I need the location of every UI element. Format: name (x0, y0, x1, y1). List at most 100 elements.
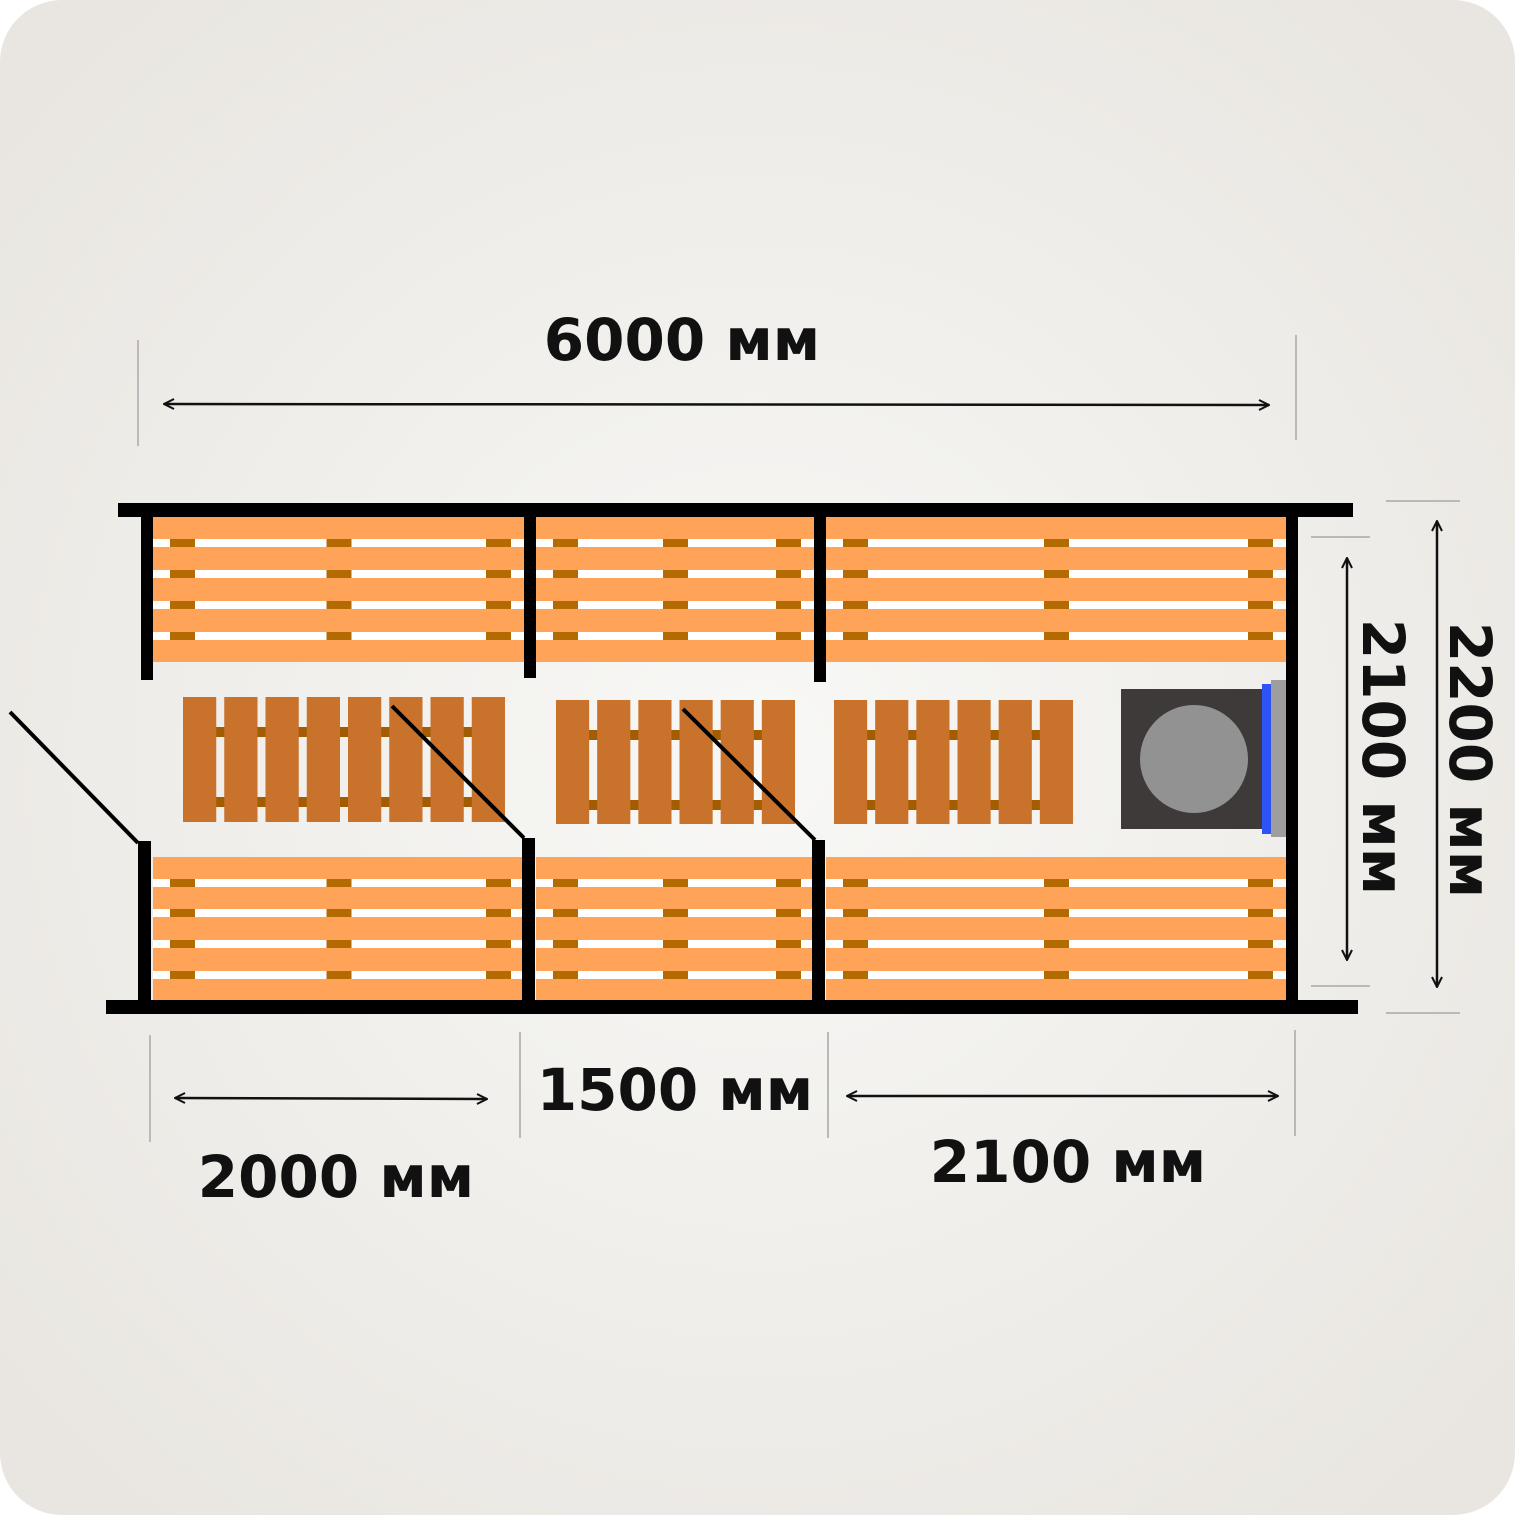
bench-peg (326, 539, 352, 547)
bench-peg (326, 909, 352, 917)
bench-peg (663, 909, 688, 917)
bench-peg (170, 632, 195, 640)
grate-peg (834, 800, 1073, 810)
walls (106, 503, 1358, 1014)
bench-peg (486, 879, 511, 887)
grate-slat (1039, 700, 1073, 824)
bench-peg (553, 909, 578, 917)
bench-peg (663, 632, 688, 640)
grate-slat (389, 697, 423, 822)
grate-slat (998, 700, 1032, 824)
bench-peg (1248, 971, 1273, 979)
bench-peg (486, 539, 511, 547)
bench-peg (170, 539, 195, 547)
grate-slat (183, 697, 217, 822)
grate-peg (183, 797, 505, 807)
doors (8, 704, 817, 845)
bench-peg (553, 570, 578, 578)
grate-slat (224, 697, 258, 822)
bench-peg (663, 879, 688, 887)
bench-peg (1248, 539, 1273, 547)
bench-peg (776, 879, 801, 887)
bench-peg (776, 601, 801, 609)
grate-peg (834, 730, 1073, 740)
bench-peg (776, 632, 801, 640)
grate-slat (834, 700, 868, 824)
grate-slat (597, 700, 631, 824)
bench-peg (486, 632, 511, 640)
bench-peg (170, 601, 195, 609)
bench-peg (326, 971, 352, 979)
bench-peg (1044, 971, 1069, 979)
stove (1121, 680, 1286, 837)
door-2 (390, 704, 526, 840)
bench-peg (1044, 940, 1069, 948)
bench-peg (1044, 909, 1069, 917)
bench-peg (843, 632, 868, 640)
bench-peg (553, 601, 578, 609)
bench-peg (663, 570, 688, 578)
bench-peg (776, 971, 801, 979)
bench (153, 517, 524, 662)
bench-peg (843, 971, 868, 979)
bench-peg (1248, 879, 1273, 887)
bench-peg (553, 539, 578, 547)
benches (153, 517, 1286, 1000)
bench-peg (486, 601, 511, 609)
label-section-1: 2000 мм (198, 1143, 474, 1211)
bench-peg (1248, 601, 1273, 609)
bench-peg (776, 570, 801, 578)
door-1 (8, 710, 140, 845)
bench-peg (326, 601, 352, 609)
grate-slat (957, 700, 991, 824)
bench (536, 517, 814, 662)
stove-accent (1262, 684, 1271, 834)
bench-peg (326, 879, 352, 887)
bench-peg (843, 879, 868, 887)
bench-peg (776, 940, 801, 948)
label-total-length: 6000 мм (544, 306, 820, 374)
bench-peg (843, 940, 868, 948)
bench-peg (326, 940, 352, 948)
door-3 (681, 707, 817, 842)
bench-peg (776, 909, 801, 917)
grate-slat (875, 700, 909, 824)
bench-peg (486, 909, 511, 917)
bench-peg (843, 570, 868, 578)
floor-grates (183, 697, 1073, 824)
partition-1-upper (524, 517, 536, 678)
label-section-2: 1500 мм (537, 1056, 813, 1124)
left-wall-lower (138, 841, 151, 1001)
bench-peg (663, 601, 688, 609)
bench-peg (1044, 601, 1069, 609)
arrow-total-length (164, 404, 1269, 405)
bench-peg (553, 879, 578, 887)
bench-peg (486, 940, 511, 948)
label-inner-width: 2100 мм (1349, 619, 1417, 895)
bench-peg (843, 909, 868, 917)
grate-peg (556, 730, 795, 740)
bench-peg (1044, 632, 1069, 640)
grate-slat (556, 700, 590, 824)
bench-peg (1044, 570, 1069, 578)
grate-slat (638, 700, 672, 824)
bench-peg (486, 971, 511, 979)
bench-peg (663, 940, 688, 948)
bench-peg (1044, 879, 1069, 887)
arrow-section-1 (175, 1098, 487, 1099)
label-section-3: 2100 мм (930, 1128, 1206, 1196)
grate-slat (265, 697, 299, 822)
stove-back (1271, 680, 1286, 837)
bench-peg (553, 632, 578, 640)
bench-peg (553, 940, 578, 948)
bench-peg (170, 971, 195, 979)
partition-1-lower (522, 838, 535, 1000)
grate-peg (556, 800, 795, 810)
bench-peg (170, 879, 195, 887)
bench-peg (843, 539, 868, 547)
extension-lines (137, 335, 1460, 1142)
bench-peg (326, 632, 352, 640)
